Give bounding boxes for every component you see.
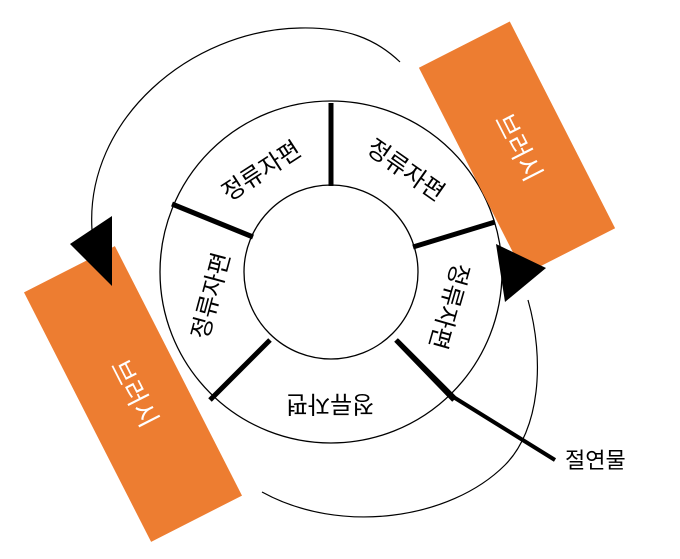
segment-label: 정류자편 bbox=[286, 390, 374, 418]
segment-divider bbox=[171, 201, 254, 240]
arrowhead-left bbox=[70, 216, 112, 286]
insulator-leader bbox=[395, 338, 557, 462]
segment-divider bbox=[412, 219, 496, 250]
brush-right: 브러시 bbox=[418, 21, 616, 275]
rotation-arc-top bbox=[91, 27, 401, 231]
brush-right-body bbox=[418, 21, 616, 275]
rotation-arc-bottom bbox=[261, 299, 539, 518]
brush-left: 브러시 bbox=[23, 246, 243, 542]
segment-divider bbox=[208, 338, 272, 402]
arrowhead-right bbox=[496, 244, 546, 302]
insulator-label: 절연물 bbox=[565, 449, 626, 474]
brush-left-body bbox=[23, 246, 243, 542]
inner-ring bbox=[243, 184, 419, 360]
